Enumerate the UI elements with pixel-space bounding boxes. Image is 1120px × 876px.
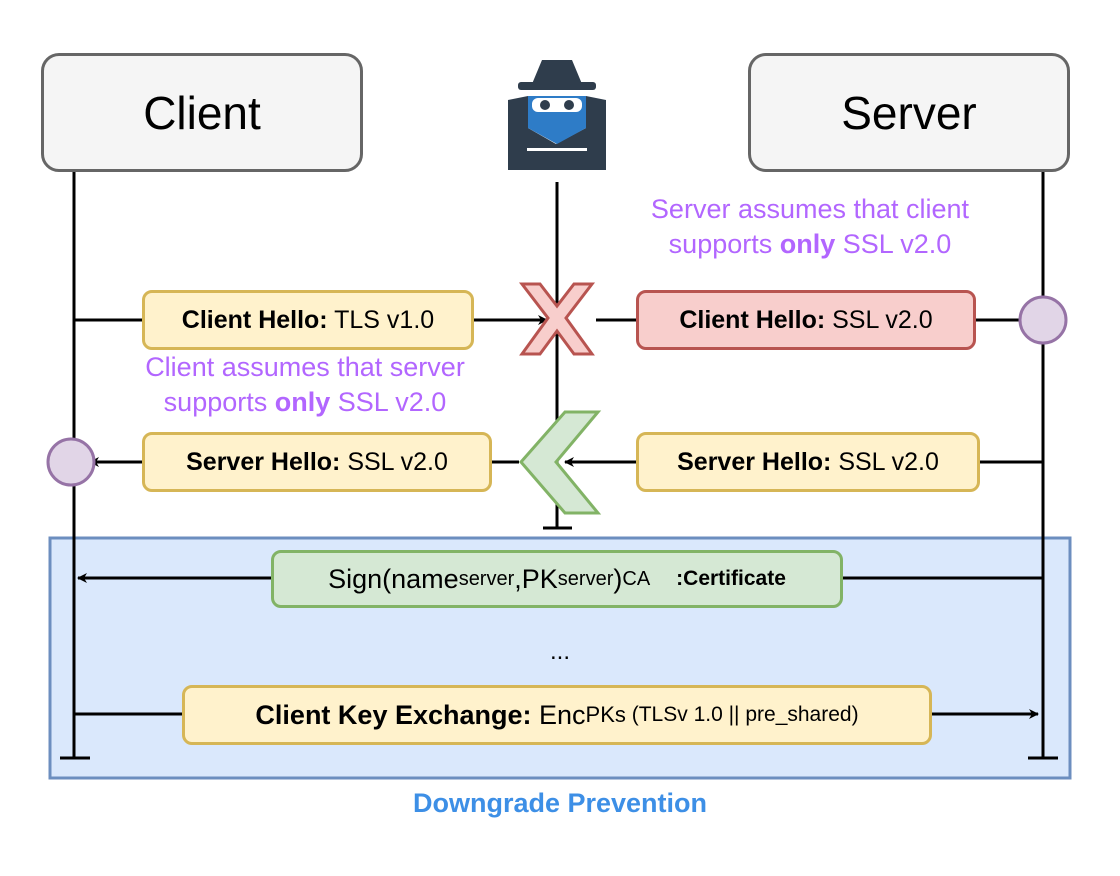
server-note-line-1: Server assumes that client xyxy=(650,194,970,224)
client-hello-ssl-message: Client Hello: SSL v2.0 xyxy=(636,290,976,350)
client-assumption-note: Client assumes that server supports only… xyxy=(80,350,530,420)
server-hello-to-client-message: Server Hello: SSL v2.0 xyxy=(142,432,492,492)
downgrade-prevention-label: Downgrade Prevention xyxy=(412,788,708,818)
client-note-line-2: supports only SSL v2.0 xyxy=(163,387,447,417)
server-hello-from-server-message: Server Hello: SSL v2.0 xyxy=(636,432,980,492)
server-note-line-2: supports only SSL v2.0 xyxy=(668,229,952,259)
ellipsis-text: ... xyxy=(549,638,570,665)
attacker-spy-icon xyxy=(508,60,606,170)
server-activation-circle xyxy=(1018,295,1068,345)
chevron-left-icon xyxy=(519,410,602,515)
client-hello-tls-message: Client Hello: TLS v1.0 xyxy=(142,290,474,350)
client-participant: Client xyxy=(41,53,363,172)
server-label: Server xyxy=(841,86,977,139)
client-activation-circle xyxy=(46,437,96,487)
client-label: Client xyxy=(143,86,261,139)
client-note-line-1: Client assumes that server xyxy=(145,352,465,382)
cross-icon xyxy=(518,282,596,356)
server-assumption-note: Server assumes that client supports only… xyxy=(585,192,1035,262)
server-participant: Server xyxy=(748,53,1070,172)
